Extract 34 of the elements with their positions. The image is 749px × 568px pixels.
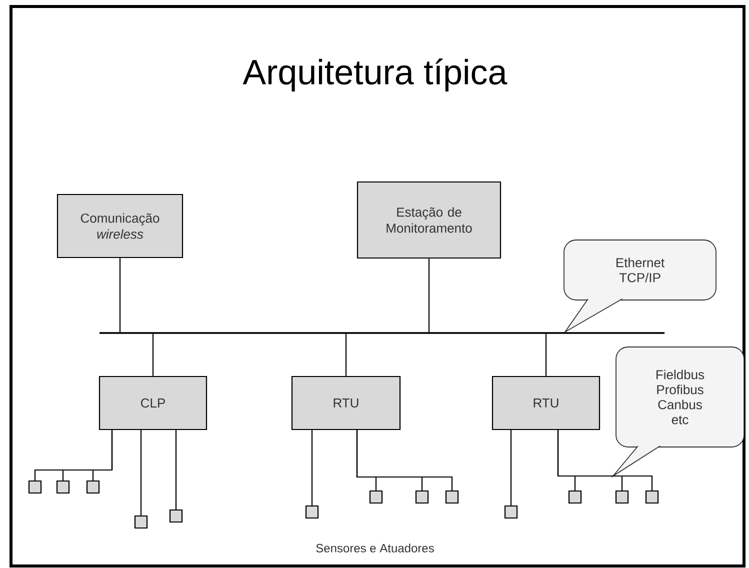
sensor-box — [305, 505, 319, 519]
device-box: Estação de Monitoramento — [356, 181, 502, 259]
device-box: RTU — [492, 376, 600, 430]
connection-line — [510, 430, 512, 506]
sensor-box — [568, 490, 582, 504]
connection-line — [428, 258, 430, 333]
sensor-box — [504, 505, 518, 519]
connection-line — [140, 430, 142, 516]
sensor-box — [415, 490, 429, 504]
device-box: Comunicação wireless — [56, 194, 184, 258]
connection-line — [175, 430, 177, 510]
sensor-box — [56, 480, 70, 494]
callout-bubble: Ethernet TCP/IP — [563, 240, 716, 334]
connection-line — [356, 430, 453, 490]
sensor-box — [645, 490, 659, 504]
connection-line — [545, 333, 547, 376]
device-box: CLP — [98, 376, 208, 430]
sensor-box — [28, 480, 42, 494]
connection-line — [119, 258, 121, 333]
connection-line — [311, 430, 313, 506]
caption-text: Sensores e Atuadores — [316, 544, 434, 552]
connection-line — [557, 430, 653, 490]
connection-line — [152, 333, 154, 376]
title: Arquitetura típica — [242, 58, 508, 92]
connection-line — [92, 430, 113, 480]
sensor-box — [615, 490, 629, 504]
connection-line — [345, 333, 347, 376]
device-box: RTU — [291, 376, 401, 430]
sensor-box — [445, 490, 459, 504]
sensor-box — [169, 509, 183, 523]
sensor-box — [369, 490, 383, 504]
sensor-box — [134, 515, 148, 529]
callout-bubble: Fieldbus Profibus Canbus etc — [610, 346, 744, 478]
sensor-box — [86, 480, 100, 494]
